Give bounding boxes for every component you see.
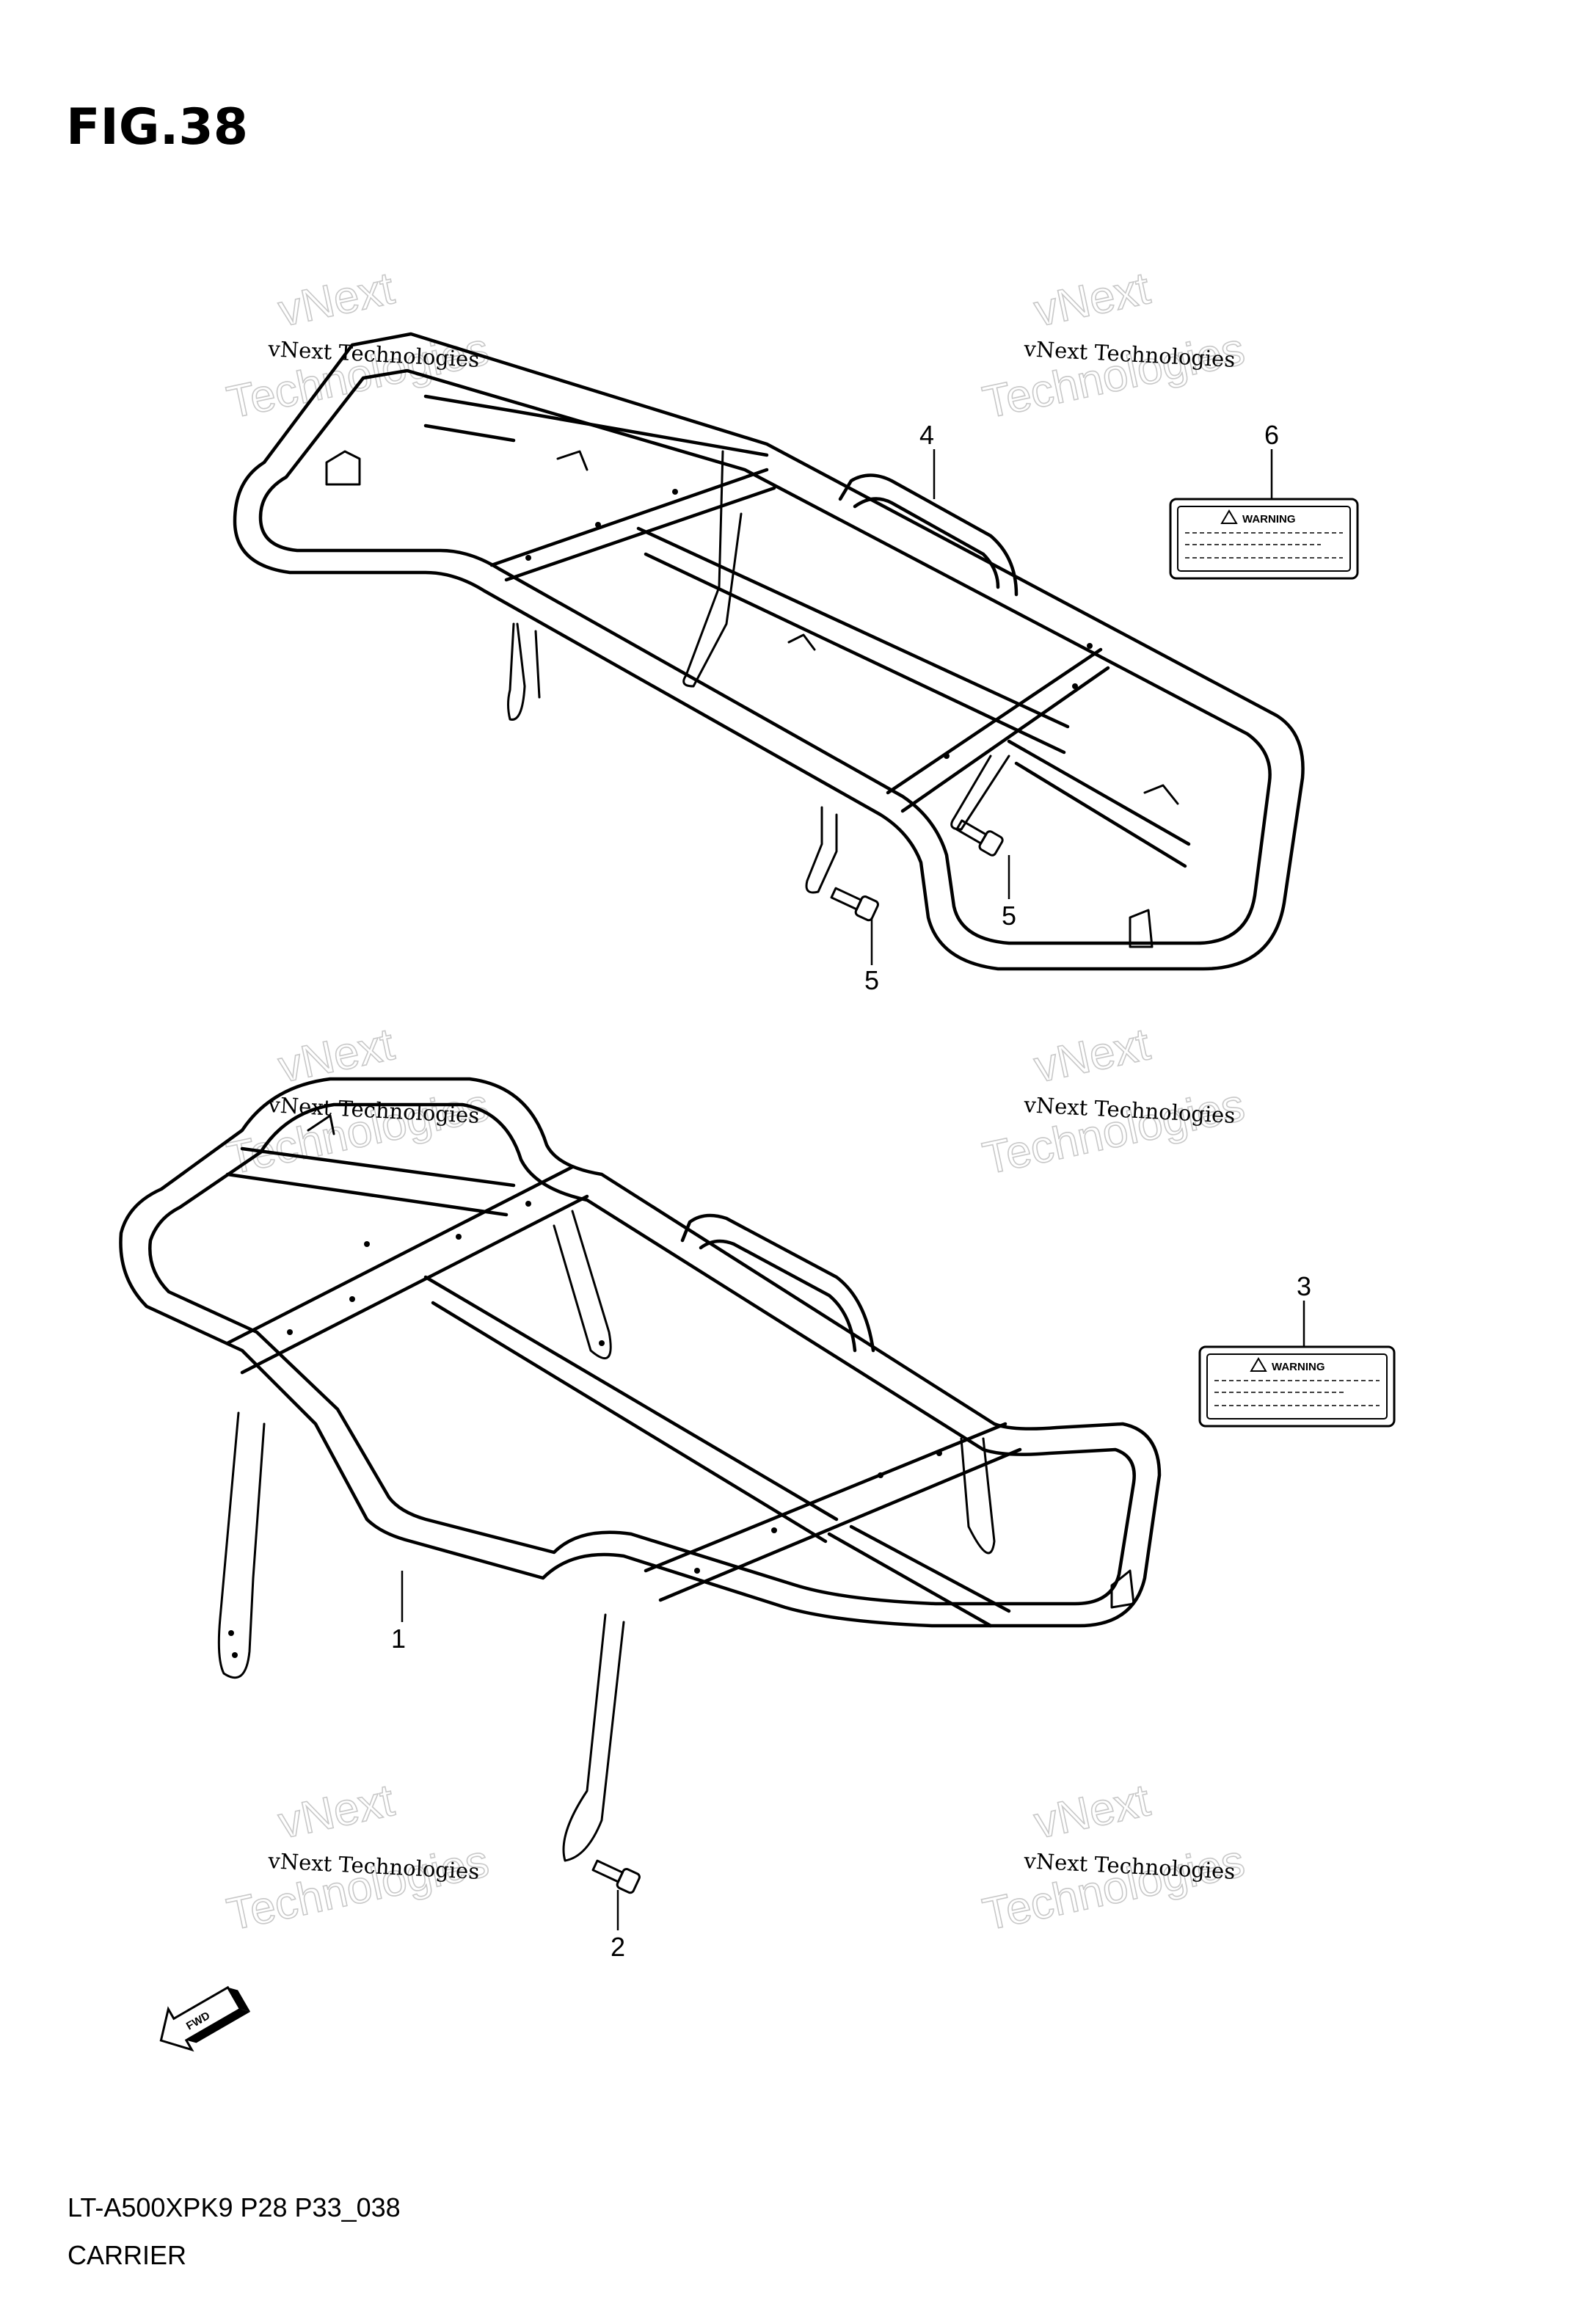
rear-carrier-outer-frame [119,1077,1162,1628]
watermarks: vNext Technologies vNext Technologies vN… [222,262,1250,1941]
watermark-big-1: vNext [274,1019,398,1092]
rear-carrier-cross-bar [423,1275,839,1522]
front-carrier-inner-frame [258,368,1272,945]
watermark-big-1: vNext [1030,1775,1154,1848]
rear-carrier-cross-bar [240,1146,516,1188]
callout-1: 1 [391,1624,406,1654]
rear-carrier-cross-bar [644,1422,1007,1573]
warning-label-heading: WARNING [1272,1361,1325,1373]
front-carrier-outer-frame [233,332,1305,971]
rear-carrier-leg [562,1613,625,1862]
watermark-big-2: Technologies [979,1080,1249,1185]
rear-carrier-cross-bar [658,1447,1022,1602]
rear-carrier-cross-bar [225,1172,509,1217]
front-carrier-cross-bar [423,423,516,443]
rear-carrier-leg [553,1210,612,1360]
section-name: CARRIER [68,2240,186,2270]
front-carrier-tab [325,450,361,486]
front-carrier-tab [1129,909,1154,948]
rear-carrier-cross-bar [225,1165,575,1345]
watermark: vNext Technologies vNext Technologies [978,1018,1250,1185]
figure-title: FIG.38 [66,98,248,156]
front-carrier-cross-bar [636,526,1070,729]
front-carrier-cross-bar [1014,761,1187,868]
watermark-big-2: Technologies [979,1836,1249,1941]
front-carrier-bolt [955,819,1004,857]
front-carrier-leg [534,630,541,699]
callout-3: 3 [1297,1271,1311,1301]
rear-carrier-cross-bar [849,1524,1011,1613]
front-carrier-grab-handle [838,473,1019,597]
watermark: vNext Technologies vNext Technologies [222,1774,494,1941]
warning-label-rear: WARNING [1198,1345,1396,1428]
front-carrier-drawing [233,332,1305,971]
warning-triangle-icon [1250,1357,1267,1372]
front-carrier-cross-bar [504,486,776,582]
watermark-big-1: vNext [274,263,398,336]
model-code: LT-A500XPK9 P28 P33_038 [68,2192,401,2222]
front-carrier-tab [1143,784,1179,805]
watermark-big-1: vNext [274,1775,398,1848]
front-carrier-leg [682,450,743,688]
watermark-big-2: Technologies [223,1836,493,1941]
rear-carrier-grab-handle [699,1239,857,1353]
warning-label-front: WARNING [1169,498,1359,580]
watermark-big-1: vNext [1030,1019,1154,1092]
callout-6: 6 [1264,420,1279,450]
watermark: vNext Technologies vNext Technologies [978,262,1250,429]
callout-2: 2 [611,1932,625,1962]
front-carrier-leg [805,806,838,894]
rear-carrier-cross-bar [240,1194,589,1375]
front-carrier-bolt [830,887,879,922]
front-carrier-cross-bar [489,468,769,567]
front-carrier-cross-bar [423,394,769,457]
front-carrier-cross-bar [644,552,1066,755]
rear-carrier-tab [307,1114,335,1135]
front-carrier-bolt-holes [525,489,1093,759]
rear-carrier-cross-bar [827,1532,993,1628]
callouts: 4 6 5 5 3 1 2 [391,420,1311,1962]
rear-carrier-leg [217,1411,266,1679]
rear-carrier-tab [1110,1569,1135,1609]
warning-label-heading: WARNING [1242,513,1296,526]
front-carrier-leg [507,622,526,721]
callout-4: 4 [919,420,934,450]
front-carrier-cross-bar [886,647,1103,795]
rear-carrier-cross-bar [431,1301,828,1544]
callout-5: 5 [864,965,879,995]
rear-carrier-drawing [119,1077,1162,1894]
watermark-big-2: Technologies [223,1080,493,1185]
front-carrier-leg [950,755,1010,831]
watermark-big-2: Technologies [223,324,493,429]
rear-carrier-bolt [591,1859,641,1894]
front-carrier-grab-handle [853,497,1000,589]
rear-carrier-leg [960,1437,996,1555]
rear-carrier-bolt-holes [228,1201,942,1658]
watermark: vNext Technologies vNext Technologies [222,1018,494,1185]
callout-5: 5 [1002,901,1016,931]
front-carrier-tab [787,633,816,651]
watermark-big-2: Technologies [979,324,1249,429]
watermark: vNext Technologies vNext Technologies [978,1774,1250,1941]
warning-triangle-icon [1220,509,1238,524]
fwd-arrow-icon: FWD [159,1985,251,2052]
rear-carrier-inner-frame [148,1102,1136,1606]
front-carrier-cross-bar [900,666,1110,813]
front-carrier-tab [556,450,589,471]
watermark-big-1: vNext [1030,263,1154,336]
rear-carrier-grab-handle [680,1213,875,1353]
front-carrier-cross-bar [1007,739,1191,846]
